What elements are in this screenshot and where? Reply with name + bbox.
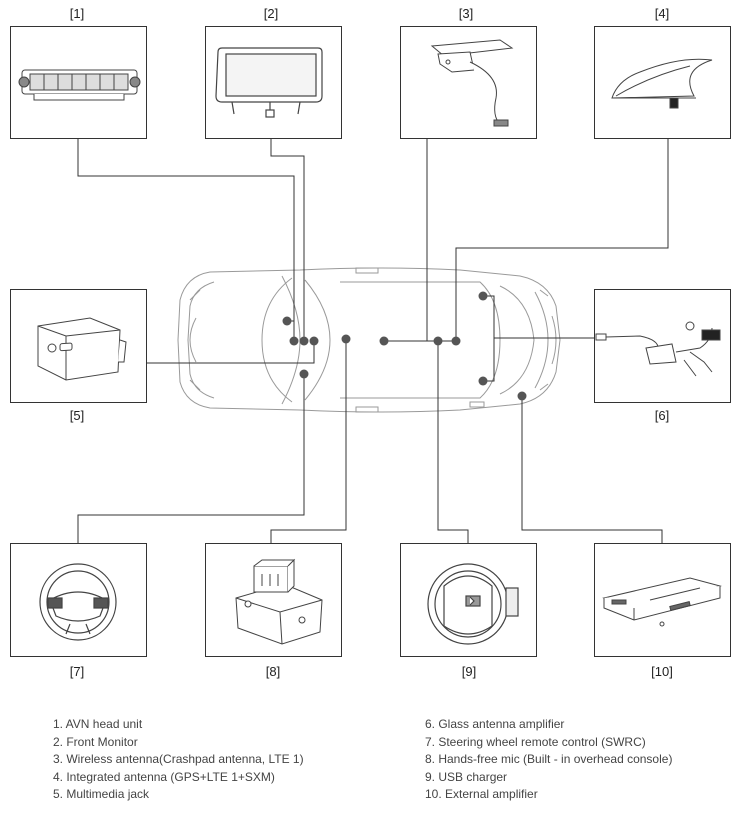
line-2	[270, 139, 305, 341]
label-4: [4]	[654, 6, 670, 21]
front-monitor-illustration	[215, 47, 323, 118]
legend-item-7: 7. Steering wheel remote control (SWRC)	[425, 734, 646, 749]
label-10: [10]	[651, 664, 673, 679]
dot-6a	[478, 291, 488, 301]
line-8	[270, 339, 347, 543]
avn-head-unit-illustration	[18, 69, 141, 101]
legend-item-5: 5. Multimedia jack	[53, 787, 150, 801]
car-top-view	[177, 267, 561, 413]
connection-lines	[77, 139, 669, 543]
dot-1	[289, 336, 299, 346]
label-5: [5]	[69, 408, 85, 423]
connection-dots	[282, 291, 527, 401]
line-7	[77, 374, 305, 543]
legend-item-10: 10. External amplifier	[425, 787, 538, 801]
line-5	[147, 341, 315, 364]
integrated-antenna-illustration	[611, 58, 713, 109]
label-9: [9]	[461, 664, 477, 679]
line-3	[426, 139, 456, 342]
legend-item-6: 6. Glass antenna amplifier	[425, 717, 565, 731]
label-7: [7]	[69, 664, 85, 679]
legend-left: 1. AVN head unit 2. Front Monitor 3. Wir…	[53, 716, 304, 804]
label-8: [8]	[265, 664, 281, 679]
multimedia-jack-illustration	[37, 317, 127, 381]
line-4	[455, 139, 669, 341]
dot-8	[341, 334, 351, 344]
usb-charger-illustration	[427, 563, 519, 645]
label-2: [2]	[263, 6, 279, 21]
glass-antenna-amplifier-illustration	[595, 321, 721, 377]
dot-2	[299, 336, 309, 346]
wireless-antenna-illustration	[430, 39, 514, 127]
dot-10	[517, 391, 527, 401]
dot-6b	[478, 376, 488, 386]
legend-right: 6. Glass antenna amplifier 7. Steering w…	[425, 716, 672, 804]
legend-item-2: 2. Front Monitor	[53, 734, 138, 749]
line-6a	[483, 295, 495, 382]
label-1: [1]	[69, 6, 85, 21]
hands-free-mic-illustration	[235, 558, 323, 645]
dot-7	[299, 369, 309, 379]
label-6: [6]	[654, 408, 670, 423]
label-3: [3]	[458, 6, 474, 21]
line-9	[384, 340, 469, 543]
external-amplifier-illustration	[602, 577, 722, 627]
dot-5	[309, 336, 319, 346]
steering-wheel-illustration	[39, 563, 117, 641]
legend-item-8: 8. Hands-free mic (Built - in overhead c…	[425, 752, 673, 766]
dot-mic	[282, 316, 292, 326]
dot-9a	[379, 336, 389, 346]
legend-item-9: 9. USB charger	[425, 769, 508, 784]
dot-3-4	[451, 336, 461, 346]
legend-item-4: 4. Integrated antenna (GPS+LTE 1+SXM)	[53, 769, 275, 784]
line-1	[77, 139, 295, 341]
line-10	[521, 396, 663, 543]
legend-item-1: 1. AVN head unit	[53, 717, 143, 731]
legend-item-3: 3. Wireless antenna(Crashpad antenna, LT…	[53, 752, 304, 766]
dot-9	[433, 336, 443, 346]
